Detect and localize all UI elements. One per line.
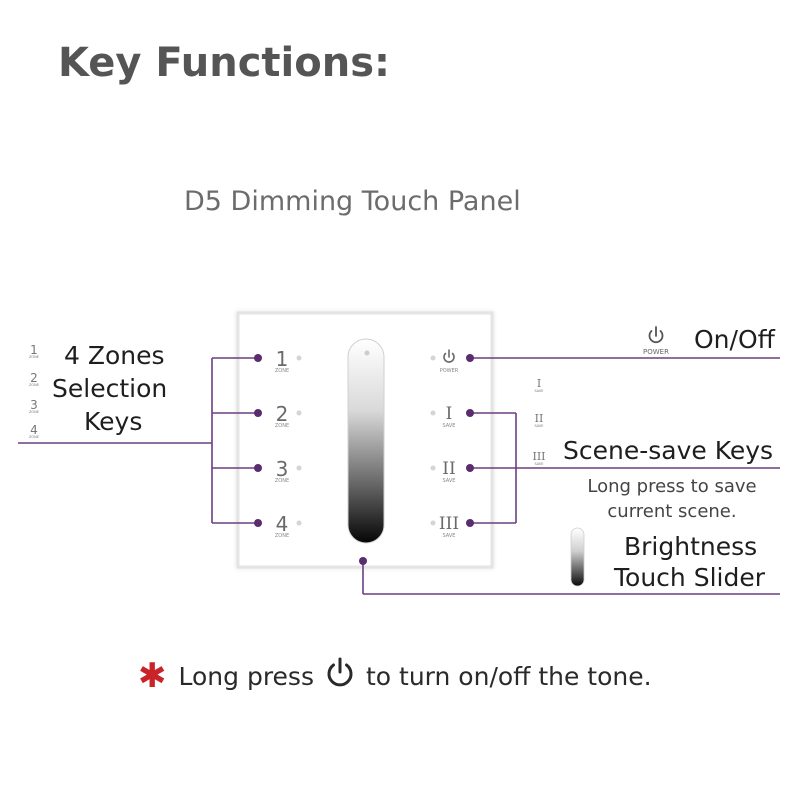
scene-mini-numeral: III: [532, 450, 545, 463]
power-key[interactable]: POWER: [430, 349, 459, 374]
slider-leader-line: [362, 561, 780, 595]
slider-callout-line2: Touch Slider: [614, 563, 765, 592]
power-legend-caption: POWER: [643, 348, 669, 356]
scene-key-2[interactable]: II SAVE: [430, 459, 456, 484]
scene-mini-numeral: II: [535, 412, 544, 425]
zone-led-dot: [296, 465, 302, 471]
zone-mini-numeral: 2: [30, 371, 38, 385]
power-leader-dot: [466, 354, 474, 362]
asterisk-icon: ✱: [138, 656, 167, 696]
power-icon: [324, 656, 356, 696]
scene-led-dot: [430, 410, 436, 416]
footnote-text-after: to turn on/off the tone.: [365, 661, 652, 691]
scene-key-caption: SAVE: [443, 423, 456, 429]
zone-key-numeral: 1: [276, 347, 289, 371]
slider-legend-icon: [570, 527, 585, 587]
scene-callout-note-line1: Long press to save: [587, 476, 757, 497]
zone-key-caption: ZONE: [275, 533, 289, 539]
zone-key-4[interactable]: 4 ZONE: [275, 512, 302, 539]
scene-callout-label: Scene-save Keys: [563, 436, 774, 465]
scene-key-numeral: I: [446, 404, 453, 424]
scene-leader-dots: [466, 409, 474, 527]
zone-key-1[interactable]: 1 ZONE: [275, 347, 302, 374]
scene-key-1[interactable]: I SAVE: [430, 404, 456, 429]
zones-callout-line3: Keys: [84, 407, 143, 436]
power-key-caption: POWER: [440, 368, 459, 374]
zone-mini-icons: 1 ZONE 2 ZONE 3 ZONE 4 ZONE: [29, 343, 39, 439]
footnote-text-before: Long press: [178, 661, 314, 691]
zone-led-dot: [296, 410, 302, 416]
zone-led-dot: [296, 520, 302, 526]
zone-leader-lines: [18, 357, 258, 524]
scene-mini-caption: SAVE: [534, 389, 543, 393]
zone-mini-caption: ZONE: [29, 410, 39, 414]
scene-mini-caption: SAVE: [534, 424, 543, 428]
zone-mini-caption: ZONE: [29, 435, 39, 439]
zone-key-numeral: 4: [276, 512, 289, 536]
zone-key-numeral: 3: [276, 457, 289, 481]
power-led-dot: [430, 355, 436, 361]
zone-mini-numeral: 1: [30, 343, 38, 357]
zone-key-numeral: 2: [276, 402, 289, 426]
scene-leader-lines: [470, 412, 780, 524]
zones-callout-line2: Selection: [52, 374, 168, 403]
footnote: ✱ Long press to turn on/off the tone.: [138, 656, 652, 696]
page-title: Key Functions:: [58, 40, 391, 86]
zone-led-dot: [296, 355, 302, 361]
power-icon: [443, 349, 455, 363]
zone-leader-dots: [254, 354, 262, 527]
zone-key-3[interactable]: 3 ZONE: [275, 457, 302, 484]
zones-callout-line1: 4 Zones: [64, 341, 165, 370]
diagram-subtitle: D5 Dimming Touch Panel: [184, 186, 521, 217]
slider-top-dot: [364, 350, 370, 356]
zone-key-caption: ZONE: [275, 368, 289, 374]
zone-mini-numeral: 4: [30, 423, 38, 437]
zone-mini-caption: ZONE: [29, 383, 39, 387]
scene-key-caption: SAVE: [443, 533, 456, 539]
zone-key-caption: ZONE: [275, 478, 289, 484]
scene-callout-note-line2: current scene.: [607, 501, 737, 522]
scene-key-numeral: III: [439, 514, 459, 534]
zone-mini-caption: ZONE: [29, 355, 39, 359]
power-legend-icon: POWER: [643, 326, 669, 356]
zone-mini-numeral: 3: [30, 398, 38, 412]
scene-mini-icons: I SAVE II SAVE III SAVE: [532, 377, 545, 466]
scene-key-3[interactable]: III SAVE: [430, 514, 460, 539]
scene-key-caption: SAVE: [443, 478, 456, 484]
scene-led-dot: [430, 520, 436, 526]
zone-key-2[interactable]: 2 ZONE: [275, 402, 302, 429]
brightness-slider[interactable]: [347, 338, 385, 544]
scene-key-numeral: II: [442, 459, 455, 479]
scene-mini-numeral: I: [537, 377, 541, 390]
power-callout-label: On/Off: [694, 325, 775, 354]
scene-led-dot: [430, 465, 436, 471]
scene-mini-caption: SAVE: [534, 462, 543, 466]
slider-callout-line1: Brightness: [624, 532, 758, 561]
zone-key-caption: ZONE: [275, 423, 289, 429]
slider-leader-dot: [359, 557, 367, 565]
